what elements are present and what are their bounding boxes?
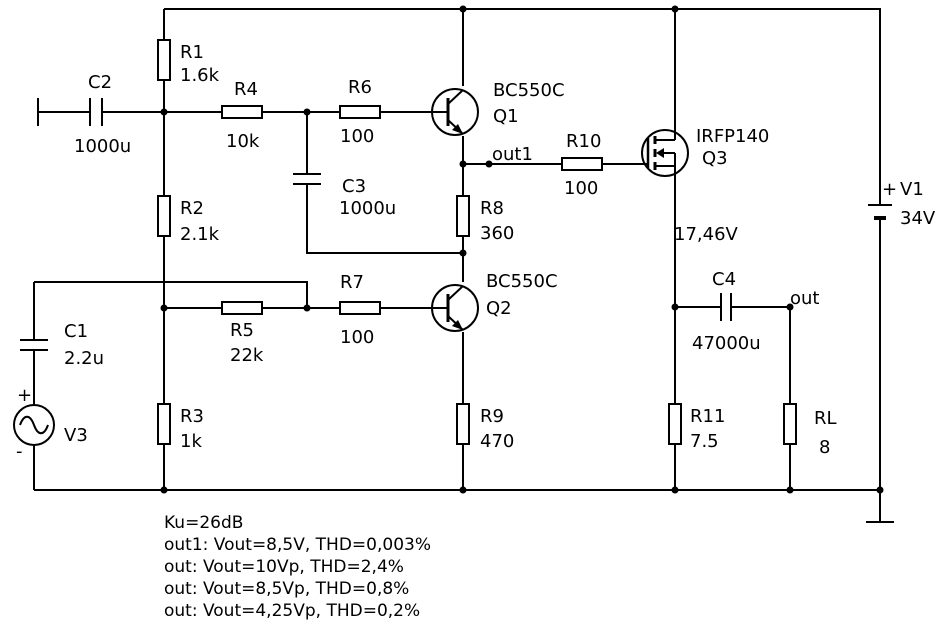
- q3-ref: Q3: [702, 148, 728, 169]
- q2-ref: Q2: [486, 298, 512, 319]
- r8-ref: R8: [480, 198, 504, 219]
- v1-plus-sign: +: [882, 179, 897, 200]
- c4-value: 47000u: [692, 333, 761, 354]
- c3-value: 1000u: [339, 198, 396, 219]
- note-line: Ku=26dB: [164, 513, 243, 533]
- q2-model: BC550C: [486, 271, 558, 292]
- capacitor-c2: C2 1000u: [74, 72, 131, 157]
- mosfet-q3: IRFP140 Q3: [640, 126, 769, 177]
- r11-value: 7.5: [690, 431, 719, 452]
- battery-v1: + V1 34V: [868, 179, 936, 229]
- net-label-out: out: [790, 288, 819, 309]
- resistor-r3: R3 1k: [157, 403, 204, 452]
- c1-value: 2.2u: [64, 348, 104, 369]
- r2-ref: R2: [180, 198, 204, 219]
- transistor-q1: BC550C Q1: [431, 80, 565, 136]
- r7-value: 100: [340, 327, 374, 348]
- q1-ref: Q1: [493, 106, 519, 127]
- r4-ref: R4: [234, 79, 258, 100]
- rl-value: 8: [819, 437, 830, 458]
- resistor-r1: R1 1.6k: [157, 39, 220, 86]
- transistor-q2: BC550C Q2: [431, 271, 558, 332]
- measurement-notes: Ku=26dB out1: Vout=8,5V, THD=0,003% out:…: [164, 513, 431, 621]
- r8-value: 360: [480, 223, 514, 244]
- capacitor-c1: C1 2.2u: [20, 321, 104, 369]
- c4-ref: C4: [712, 269, 736, 290]
- r10-ref: R10: [566, 131, 601, 152]
- capacitor-c3: C3 1000u: [293, 173, 396, 219]
- c2-ref: C2: [88, 72, 112, 93]
- note-line: out1: Vout=8,5V, THD=0,003%: [164, 535, 431, 555]
- r3-ref: R3: [180, 406, 204, 427]
- net-label-out1: out1: [492, 144, 533, 165]
- r7-ref: R7: [340, 272, 364, 293]
- r10-value: 100: [564, 178, 598, 199]
- r9-value: 470: [480, 431, 514, 452]
- drain-voltage-label: 17,46V: [674, 224, 739, 245]
- v3-plus-sign: +: [17, 385, 32, 406]
- junctions: [160, 5, 884, 494]
- r9-ref: R9: [480, 406, 504, 427]
- r3-value: 1k: [180, 431, 202, 452]
- r6-ref: R6: [348, 77, 372, 98]
- rl-ref: RL: [814, 408, 837, 429]
- note-line: out: Vout=4,25Vp, THD=0,2%: [164, 601, 420, 621]
- resistor-rl: RL 8: [783, 403, 837, 458]
- signal-source-v3: + - V3: [13, 385, 88, 462]
- c2-value: 1000u: [74, 136, 131, 157]
- resistor-r8: R8 360: [456, 195, 514, 244]
- v3-ref: V3: [64, 425, 88, 446]
- resistor-r7: R7 100: [339, 272, 381, 348]
- r6-value: 100: [340, 126, 374, 147]
- r1-ref: R1: [180, 42, 204, 63]
- c3-ref: C3: [342, 176, 366, 197]
- q3-model: IRFP140: [696, 126, 769, 147]
- note-line: out: Vout=10Vp, THD=2,4%: [164, 557, 404, 577]
- resistor-r2: R2 2.1k: [157, 195, 220, 245]
- resistor-r4: R4 10k: [221, 79, 263, 152]
- resistor-r6: R6 100: [339, 77, 381, 147]
- v1-ref: V1: [900, 179, 924, 200]
- resistor-r5: R5 22k: [221, 301, 264, 366]
- wires: [33, 8, 894, 523]
- v1-value: 34V: [900, 208, 936, 229]
- r5-value: 22k: [230, 345, 264, 366]
- resistor-r9: R9 470: [456, 403, 514, 452]
- r1-value: 1.6k: [180, 65, 220, 86]
- c1-ref: C1: [64, 321, 88, 342]
- resistor-r11: R11 7.5: [668, 403, 725, 452]
- resistor-r10: R10 100: [561, 131, 603, 199]
- r11-ref: R11: [690, 406, 725, 427]
- r2-value: 2.1k: [180, 224, 220, 245]
- v3-minus-sign: -: [16, 441, 23, 462]
- q1-model: BC550C: [493, 80, 565, 101]
- r4-value: 10k: [226, 131, 260, 152]
- r5-ref: R5: [230, 320, 254, 341]
- note-line: out: Vout=8,5Vp, THD=0,8%: [164, 579, 409, 599]
- capacitor-c4: C4 47000u: [692, 269, 761, 354]
